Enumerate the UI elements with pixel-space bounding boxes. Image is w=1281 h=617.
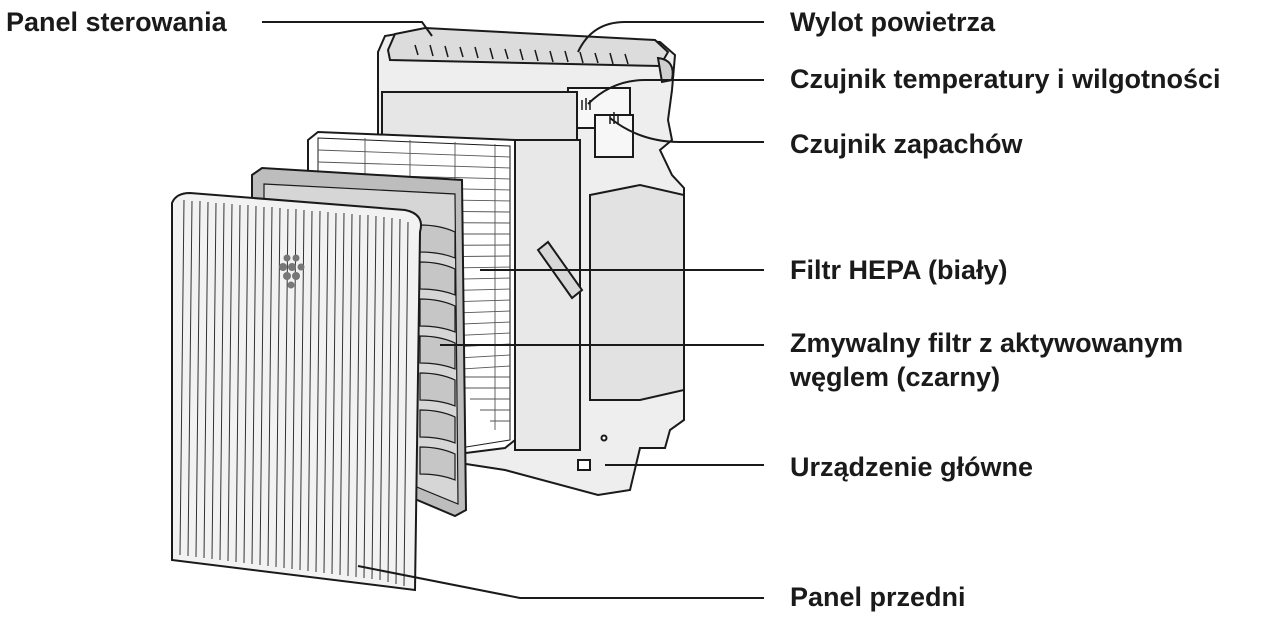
label-carbon-filter-line2: węglem (czarny) <box>790 362 1001 392</box>
leader-lines <box>262 21 764 599</box>
leader-control-panel <box>262 21 433 37</box>
label-air-outlet: Wylot powietrza <box>790 7 996 37</box>
leader-temp-sensor <box>587 79 764 105</box>
label-odor-sensor: Czujnik zapachów <box>790 129 1023 159</box>
label-front-panel: Panel przedni <box>790 582 966 612</box>
label-main-unit: Urządzenie główne <box>790 452 1034 482</box>
leader-odor-sensor <box>609 117 764 143</box>
label-temp-humidity-sensor: Czujnik temperatury i wilgotności <box>790 64 1221 94</box>
brand-logo <box>279 254 305 289</box>
leader-front-panel <box>357 565 764 599</box>
label-carbon-filter: Zmywalny filtr z aktywowanym węglem (cza… <box>790 326 1260 394</box>
label-carbon-filter-line1: Zmywalny filtr z aktywowanym <box>790 328 1184 358</box>
label-hepa-filter: Filtr HEPA (biały) <box>790 255 1008 285</box>
front-panel <box>171 191 422 592</box>
leader-air-outlet <box>577 21 764 53</box>
label-control-panel: Panel sterowania <box>6 7 227 37</box>
